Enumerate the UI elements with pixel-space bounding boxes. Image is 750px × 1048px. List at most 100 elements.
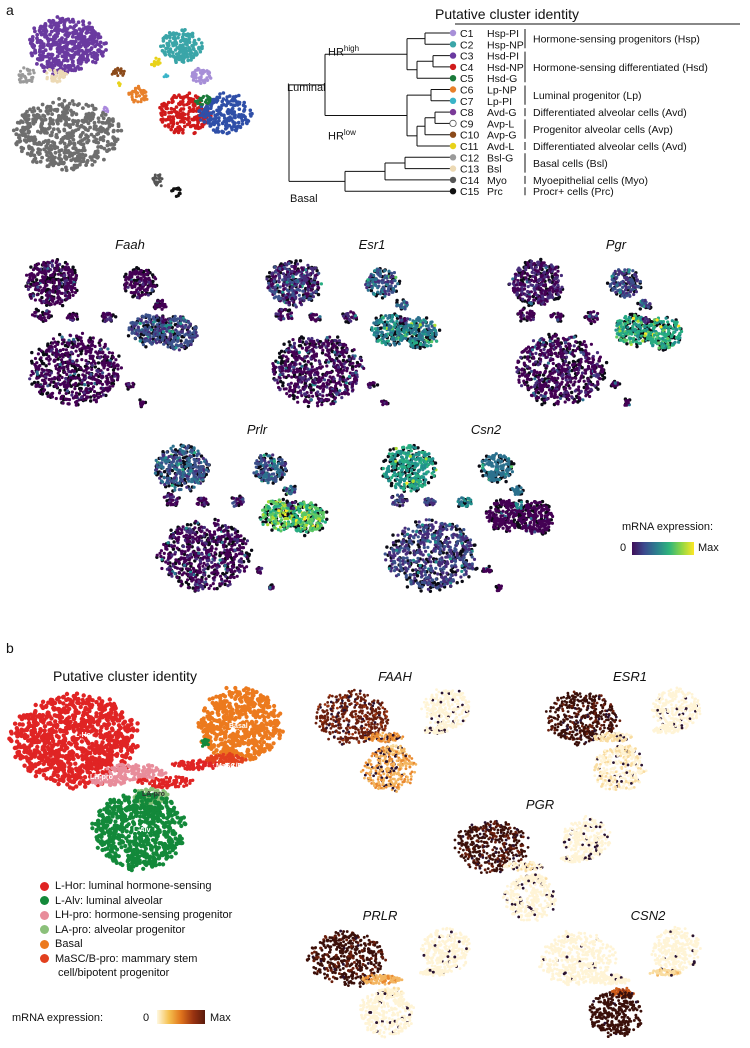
svg-text:C5: C5 [460, 73, 474, 85]
legend-b-continuation: cell/bipotent progenitor [58, 967, 170, 979]
gene-label-ESR1: ESR1 [613, 669, 647, 684]
colorbar-b [157, 1010, 205, 1024]
svg-text:Progenitor alveolar cells (Avp: Progenitor alveolar cells (Avp) [533, 124, 673, 136]
legend-label: LA-pro: alveolar progenitor [55, 923, 186, 936]
panel-b-letter: b [6, 640, 14, 656]
svg-text:Basal cells (Bsl): Basal cells (Bsl) [533, 158, 608, 170]
map-label-lapro: LA-pro [142, 791, 165, 798]
gene-label-prlr: Prlr [246, 422, 268, 437]
gene-label-esr1: Esr1 [358, 237, 386, 252]
svg-text:Lp-NP: Lp-NP [487, 85, 517, 97]
gene-label-pgr: Pgr [605, 237, 627, 252]
legend-swatch [40, 910, 49, 920]
svg-text:C6: C6 [460, 85, 474, 97]
legend-swatch [40, 954, 49, 963]
map-label-basal: Basal [229, 723, 248, 730]
panel-a-cluster-umap [11, 15, 254, 198]
colorbar-b-max: Max [210, 1012, 231, 1024]
legend-swatch [40, 896, 49, 905]
panel-b-cluster-umap: L-Hor Basal LH-pro LA-pro MaSC/B-pro L-A… [7, 685, 285, 873]
svg-text:Avp-L: Avp-L [487, 118, 514, 130]
svg-text:Hsp-PI: Hsp-PI [487, 28, 519, 40]
colorbar-a-max: Max [698, 542, 719, 554]
map-label-lalv: L-Alv [133, 827, 151, 834]
svg-text:Differentiated alveolar cells: Differentiated alveolar cells (Avd) [533, 107, 687, 119]
colorbar-b-min: 0 [143, 1012, 150, 1024]
svg-text:Lp-PI: Lp-PI [487, 96, 512, 108]
svg-text:Hormone-sensing differentiated: Hormone-sensing differentiated (Hsd) [533, 62, 708, 74]
colorbar-b-title: mRNA expression: [12, 1012, 104, 1024]
branch-hr-high: HRhigh [328, 44, 360, 59]
svg-text:Procr+ cells (Prc): Procr+ cells (Prc) [533, 186, 614, 198]
svg-text:C12: C12 [460, 152, 479, 164]
svg-text:Hsp-NP: Hsp-NP [487, 39, 524, 51]
legend-label: LH-pro: hormone-sensing progenitor [55, 909, 233, 921]
panel-b-title: Putative cluster identity [53, 668, 197, 684]
svg-text:C1: C1 [460, 28, 474, 40]
feature-plot-CSN2 [538, 925, 702, 1039]
map-label-lhor: L-Hor [75, 732, 94, 739]
svg-text:Myo: Myo [487, 175, 507, 187]
panel-a-letter: a [6, 2, 14, 18]
gene-label-PGR: PGR [525, 797, 555, 812]
feature-plot-PGR [453, 814, 612, 922]
legend-label: Basal [55, 938, 83, 950]
legend-item: L-Hor: luminal hormone-sensing [40, 880, 212, 892]
branch-basal: Basal [290, 193, 318, 205]
svg-text:Avd-G: Avd-G [487, 107, 517, 119]
colorbar-a [632, 542, 694, 555]
gene-label-csn2: Csn2 [470, 422, 502, 437]
svg-text:Myoepithelial cells (Myo): Myoepithelial cells (Myo) [533, 175, 648, 187]
svg-text:Hsd-PI: Hsd-PI [487, 51, 519, 63]
map-label-masc: MaSC/B-pro [216, 763, 256, 770]
svg-text:C2: C2 [460, 39, 474, 51]
branch-hr-low: HRlow [328, 128, 356, 143]
feature-plot-csn2 [380, 443, 555, 593]
svg-text:C10: C10 [460, 130, 479, 142]
gene-label-FAAH: FAAH [378, 669, 412, 684]
cluster-dendrogram: C1 Hsp-PI C2 Hsp-NP C3 Hsd-PI C4 Hsd-NP C5 Hsd-G C… [288, 23, 740, 198]
svg-text:Prc: Prc [487, 186, 503, 198]
feature-plot-ESR1 [544, 686, 702, 791]
svg-text:C3: C3 [460, 51, 474, 63]
svg-text:C11: C11 [460, 141, 479, 153]
svg-text:Hsd-NP: Hsd-NP [487, 62, 524, 74]
map-label-lhpro: LH-pro [90, 774, 113, 781]
legend-swatch [40, 881, 49, 891]
svg-text:C7: C7 [460, 96, 474, 108]
gene-label-faah: Faah [115, 237, 145, 252]
svg-text:Luminal progenitor (Lp): Luminal progenitor (Lp) [533, 90, 642, 102]
svg-text:C9: C9 [460, 118, 474, 130]
svg-text:Hormone-sensing progenitors (H: Hormone-sensing progenitors (Hsp) [533, 34, 700, 46]
colorbar-a-min: 0 [620, 542, 627, 554]
feature-plot-pgr [507, 257, 684, 407]
svg-text:C8: C8 [460, 107, 474, 119]
legend-item: L-Alv: luminal alveolar [40, 895, 163, 907]
panel-a-title: Putative cluster identity [435, 6, 579, 22]
colorbar-a-title: mRNA expression: [622, 521, 714, 533]
svg-text:Avp-G: Avp-G [487, 130, 517, 142]
gene-label-CSN2: CSN2 [630, 908, 666, 923]
feature-plot-prlr [153, 443, 329, 593]
svg-text:Hsd-G: Hsd-G [487, 73, 517, 85]
svg-text:Avd-L: Avd-L [487, 141, 514, 153]
feature-plot-PRLR [305, 926, 471, 1039]
branch-luminal: Luminal [287, 82, 326, 94]
feature-plot-faah [24, 258, 199, 409]
legend-item: LH-pro: hormone-sensing progenitor [40, 909, 232, 921]
svg-text:C4: C4 [460, 62, 474, 74]
legend-label: L-Alv: luminal alveolar [55, 894, 163, 907]
svg-text:C14: C14 [460, 175, 479, 187]
legend-swatch [40, 925, 49, 934]
feature-plot-esr1 [265, 259, 442, 409]
feature-plot-FAAH [314, 688, 471, 793]
svg-text:C13: C13 [460, 164, 479, 176]
svg-text:C15: C15 [460, 186, 479, 198]
legend-item: LA-pro: alveolar progenitor [40, 924, 185, 936]
gene-label-PRLR: PRLR [362, 908, 398, 923]
svg-text:Bsl-G: Bsl-G [487, 152, 513, 164]
legend-label: L-Hor: luminal hormone-sensing [55, 880, 212, 892]
legend-label: MaSC/B-pro: mammary stem [55, 952, 198, 965]
legend-item: Basal [40, 938, 83, 950]
legend-item: MaSC/B-pro: mammary stem [40, 953, 197, 965]
